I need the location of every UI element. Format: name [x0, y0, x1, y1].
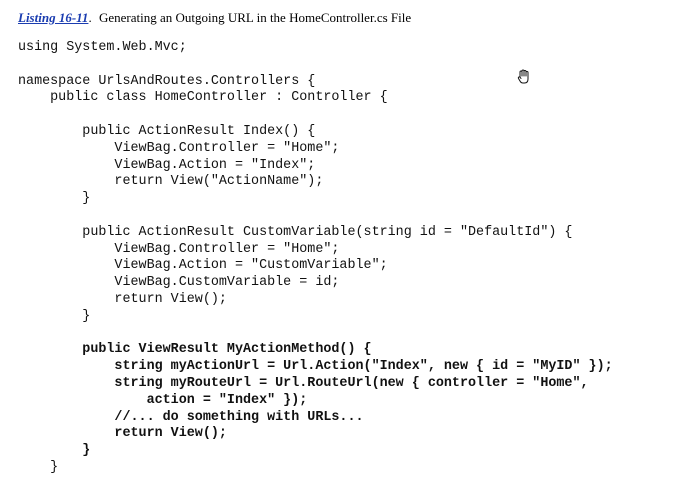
code-line: } [18, 459, 59, 475]
listing-caption: Listing 16-11. Generating an Outgoing UR… [18, 10, 411, 26]
hand-cursor-glyph [517, 69, 529, 84]
code-line: using System.Web.Mvc; [18, 40, 187, 55]
caption-period: . [88, 10, 92, 25]
code-line: ViewBag.Action = "CustomVariable"; [18, 258, 388, 274]
code-line: ViewBag.Controller = "Home"; [18, 140, 340, 156]
code-line: } [18, 191, 91, 207]
code-line: } [18, 308, 91, 324]
code-line: return View("ActionName"); [18, 174, 324, 190]
listing-link[interactable]: Listing 16-11 [18, 10, 89, 25]
code-line: } [18, 443, 91, 459]
code-line: //... do something with URLs... [18, 409, 364, 425]
code-blank-line [18, 107, 613, 124]
code-line: ViewBag.Controller = "Home"; [18, 241, 340, 257]
code-line: namespace UrlsAndRoutes.Controllers { [18, 73, 316, 89]
code-line: public ActionResult CustomVariable(strin… [18, 224, 573, 240]
code-blank-line [18, 208, 613, 225]
code-line: action = "Index" }); [18, 392, 308, 408]
code-blank-line [18, 326, 613, 343]
code-line: ViewBag.Action = "Index"; [18, 157, 316, 173]
code-line: public ActionResult Index() { [18, 123, 316, 139]
code-block: using System.Web.Mvc; namespace UrlsAndRo… [18, 40, 613, 477]
code-line: string myActionUrl = Url.Action("Index",… [18, 359, 613, 375]
code-line: string myRouteUrl = Url.RouteUrl(new { c… [18, 375, 589, 391]
hand-cursor-icon [515, 68, 533, 86]
code-line: public class HomeController : Controller… [18, 90, 388, 106]
listing-title: Generating an Outgoing URL in the HomeCo… [98, 10, 412, 25]
code-line: return View(); [18, 291, 227, 307]
code-line: public ViewResult MyActionMethod() { [18, 342, 372, 358]
code-line: return View(); [18, 426, 227, 442]
code-line: ViewBag.CustomVariable = id; [18, 275, 340, 291]
